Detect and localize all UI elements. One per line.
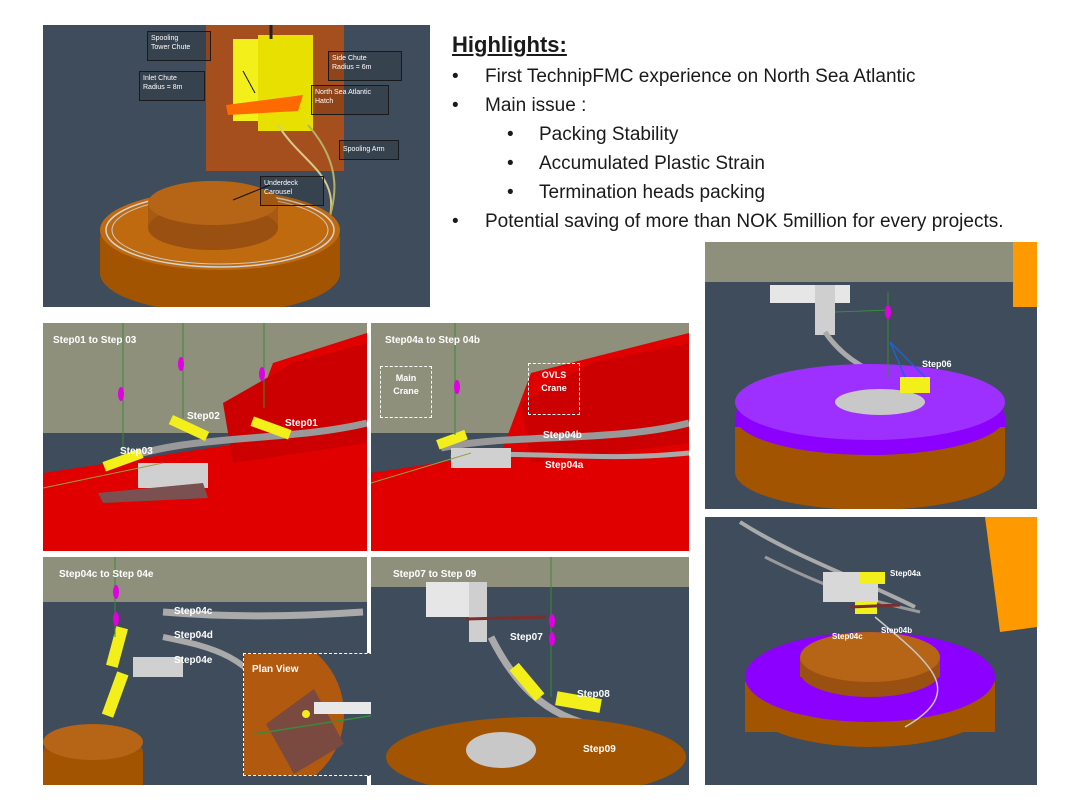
step-label: Step06	[922, 359, 952, 369]
sub-bullet-item: •Packing Stability	[507, 124, 679, 145]
plan-view-title: Plan View	[252, 664, 299, 675]
sub-bullet-item: •Termination heads packing	[507, 182, 766, 203]
overview-scene	[100, 25, 344, 307]
highlights-section: Highlights: •First TechnipFMC experience…	[452, 32, 1052, 236]
step-label: Step03	[120, 446, 153, 457]
step-label: Step04a	[890, 569, 921, 578]
panel-title: Step04c to Step 04e	[59, 569, 154, 580]
panel-step01-03: Step01 to Step 03 Step02 Step01 Step03	[43, 323, 367, 551]
label-spooling-arm: Spooling Arm	[339, 140, 399, 160]
step-label: Step04d	[174, 630, 213, 641]
step-label: Step09	[583, 744, 616, 755]
step-label: Step07	[510, 632, 543, 643]
panel-step07-09: Step07 to Step 09 Step07 Step08 Step09	[371, 557, 689, 785]
bullet-item: •Potential saving of more than NOK 5mill…	[452, 211, 1004, 232]
step-label: Step04b	[543, 430, 582, 441]
step-label: Step08	[577, 689, 610, 700]
sub-bullet-item: •Accumulated Plastic Strain	[507, 153, 765, 174]
step-label: Step04c	[832, 632, 863, 641]
panel-title: Step04a to Step 04b	[385, 335, 481, 346]
plan-view-scene	[244, 654, 415, 775]
panel-step06: Step06	[705, 242, 1037, 509]
panel-title: Step07 to Step 09	[393, 569, 477, 580]
step-label: Step02	[187, 411, 220, 422]
plan-view-inset: Plan View	[243, 653, 418, 776]
step-label: Step04e	[174, 655, 213, 666]
step-label: Step04b	[881, 626, 913, 635]
step07-09-scene	[371, 557, 689, 785]
bullet-item: •Main issue :	[452, 95, 587, 116]
step04c-04e-scene	[43, 557, 367, 785]
step04a-04b-scene	[371, 323, 689, 551]
step01-03-scene	[43, 323, 367, 551]
step-label: Step04c	[174, 606, 213, 617]
panel-step04-right: Step04a Step04c Step04b	[705, 517, 1037, 785]
bullet-item: •First TechnipFMC experience on North Se…	[452, 66, 916, 87]
step-label: Step01	[285, 418, 318, 429]
step-label: Step04a	[545, 460, 584, 471]
step06-scene	[705, 242, 1037, 509]
highlights-title: Highlights:	[452, 32, 567, 57]
step04-right-scene	[738, 517, 1037, 747]
panel-title: Step01 to Step 03	[53, 335, 137, 346]
